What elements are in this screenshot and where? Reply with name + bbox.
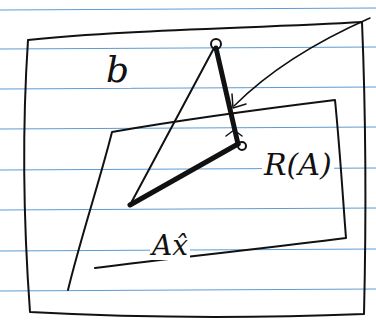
hand-label: Ax̂ bbox=[150, 232, 190, 260]
projection-vector bbox=[130, 144, 238, 205]
foot-point bbox=[238, 142, 246, 150]
right-angle bbox=[226, 130, 242, 136]
hand-label: b bbox=[104, 52, 131, 88]
frame bbox=[24, 22, 365, 317]
plane bbox=[68, 100, 346, 290]
hand-label: R(A) bbox=[262, 150, 334, 180]
ruled-lines bbox=[0, 8, 376, 291]
pointer-head bbox=[232, 94, 246, 108]
pointer-line bbox=[234, 18, 370, 106]
